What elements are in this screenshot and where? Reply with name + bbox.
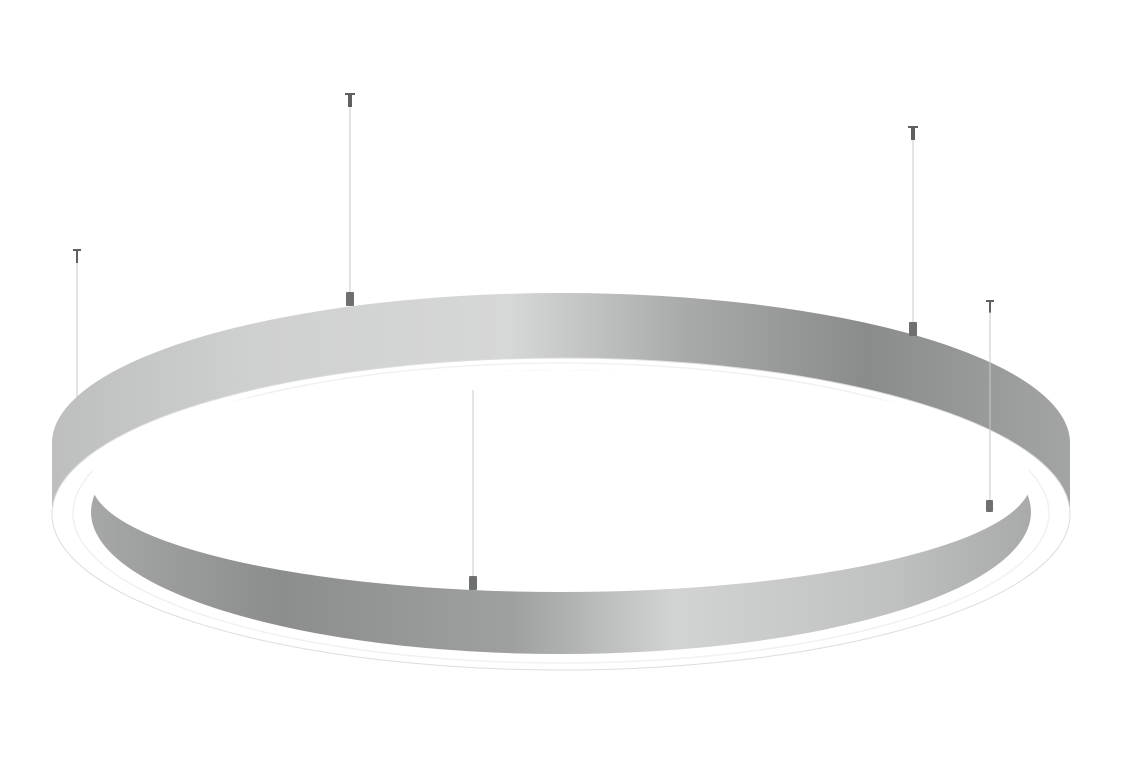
canopy-icon xyxy=(73,249,81,263)
mount-icon xyxy=(986,500,993,512)
canopy-icon xyxy=(908,126,918,140)
mount-icon xyxy=(909,322,917,336)
mount-icon xyxy=(346,292,354,306)
ring-opening xyxy=(91,370,1031,592)
canopy-icon xyxy=(345,93,355,107)
diffuser-inner-edge xyxy=(72,362,1050,664)
mount-icon xyxy=(469,576,477,590)
canopy-icon xyxy=(986,300,994,313)
ring-mounts xyxy=(346,292,993,590)
